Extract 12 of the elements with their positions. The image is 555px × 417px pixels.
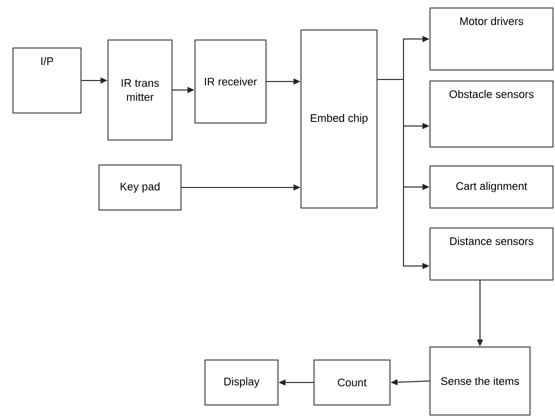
block-box: Display: [204, 360, 278, 406]
block-box: I/P: [12, 48, 82, 114]
block-box: IR receiver: [194, 40, 266, 124]
block-box: Key pad: [98, 164, 182, 210]
block-box: Count: [314, 360, 390, 406]
block-box: Obstacle sensors: [430, 80, 554, 148]
block-box: Sense the items: [430, 346, 530, 416]
block-box: Distance sensors: [430, 228, 554, 280]
block-box: Cart alignment: [430, 166, 554, 208]
block-box: IR trans mitter: [108, 40, 172, 140]
block-box: Motor drivers: [430, 8, 554, 70]
block-box: Embed chip: [300, 30, 378, 208]
